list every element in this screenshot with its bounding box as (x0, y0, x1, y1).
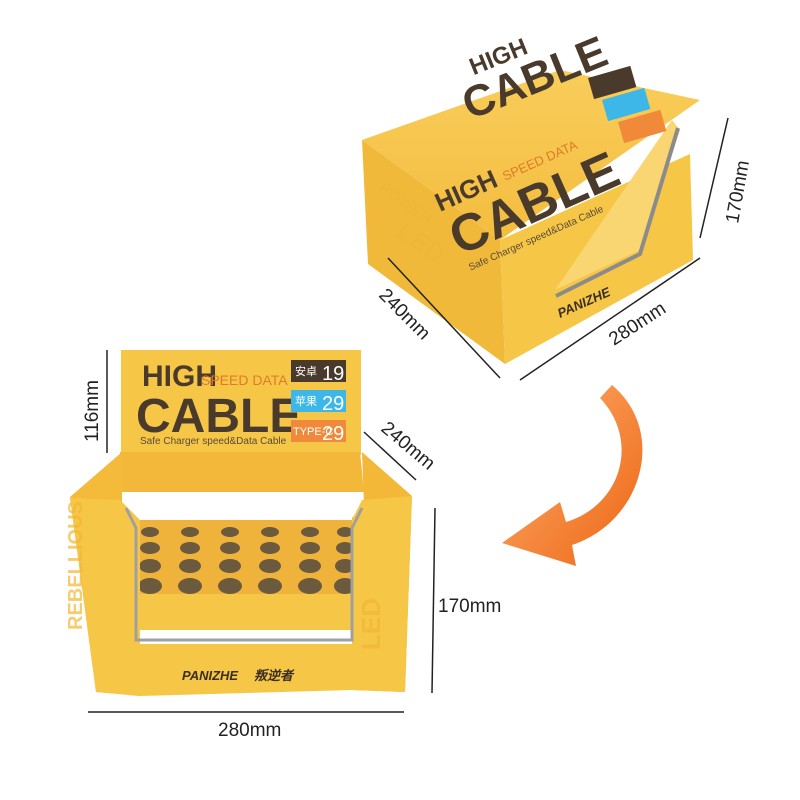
price-tag-apple: 苹果 29 (291, 390, 346, 415)
display-depth-label: 240mm (377, 418, 439, 475)
display-height-label: 170mm (438, 596, 501, 617)
svg-text:LED: LED (356, 598, 386, 650)
price-tag-typec: TYPE-C 29 (291, 420, 346, 445)
price-tag-android: 安卓 19 (291, 360, 346, 385)
display-header-height-label: 116mm (82, 380, 103, 442)
closed-box: LED POWER CABLE HIGH HIGH SPEED DATA CAB… (362, 27, 754, 381)
svg-text:29: 29 (322, 393, 344, 415)
svg-text:TYPE-C: TYPE-C (293, 426, 333, 438)
svg-text:安卓: 安卓 (295, 364, 317, 378)
transition-arrow (502, 385, 643, 566)
display-tray (128, 520, 360, 600)
svg-text:29: 29 (322, 423, 344, 445)
display-width-label: 280mm (218, 720, 281, 741)
display-tagline: Safe Charger speed&Data Cable (140, 436, 287, 447)
open-display-box: REBELLIOUS LED HIGH SPEED DATA CABLE Saf… (65, 350, 501, 741)
closed-box-width-label: 280mm (605, 298, 670, 350)
cable-holes (138, 527, 356, 594)
svg-text:REBELLIOUS: REBELLIOUS (65, 501, 87, 630)
display-front-face (70, 496, 412, 696)
display-brand-cn: 叛逆者 (254, 668, 295, 683)
display-cable: CABLE (136, 390, 301, 443)
closed-box-left-face (362, 140, 505, 364)
closed-box-height-label: 170mm (722, 159, 754, 225)
svg-text:19: 19 (322, 363, 344, 385)
display-brand: PANIZHE (182, 668, 238, 683)
svg-text:苹果: 苹果 (295, 394, 317, 408)
display-high: HIGH (142, 360, 217, 393)
display-speed-data: SPEED DATA (201, 372, 288, 388)
